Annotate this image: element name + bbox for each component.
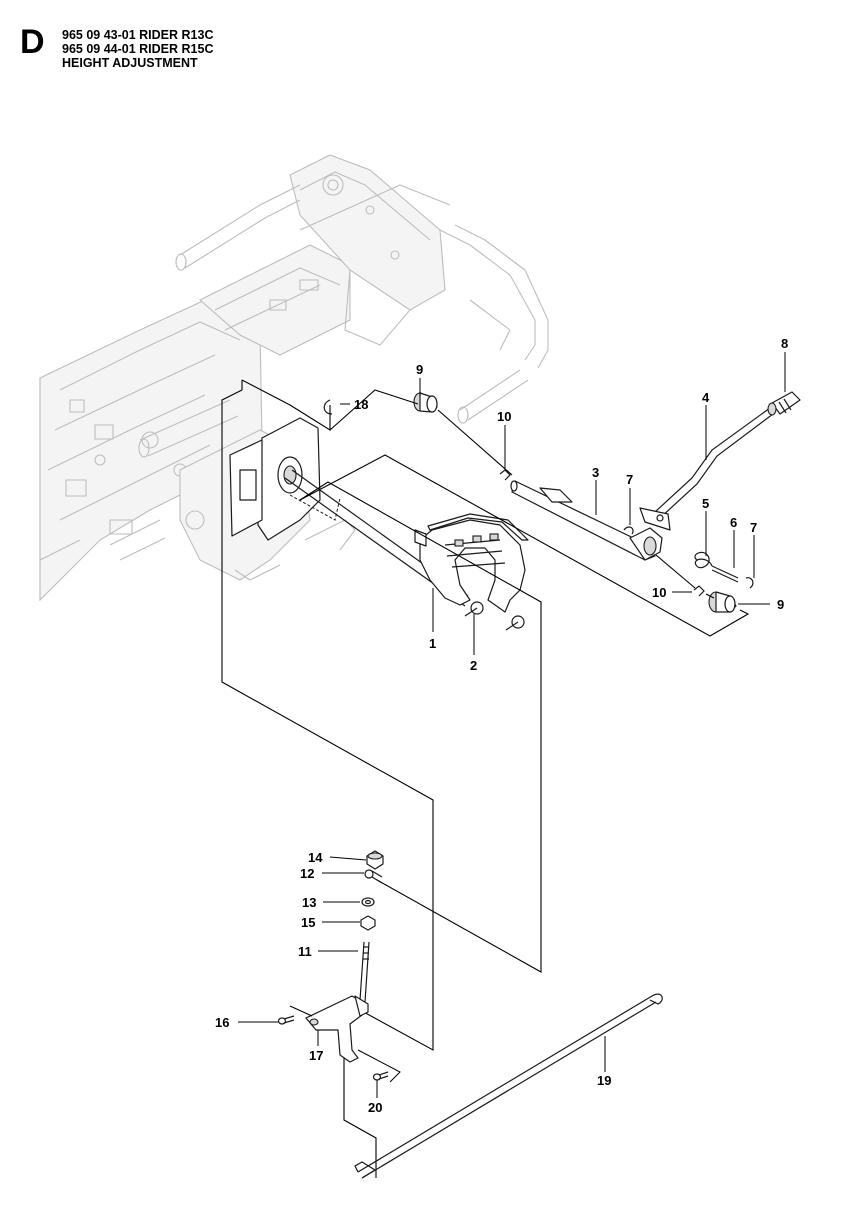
part-17-bell-crank — [305, 995, 369, 1063]
callout-2: 2 — [470, 658, 477, 673]
callout-7-right: 7 — [750, 520, 757, 535]
section-letter: D — [20, 23, 45, 61]
callout-19: 19 — [597, 1073, 611, 1088]
part-14-nut — [366, 850, 384, 870]
part-13-washer — [361, 897, 375, 907]
callout-6: 6 — [730, 515, 737, 530]
part-9-bushing-lower — [708, 591, 737, 613]
callout-labels: 1 2 3 4 5 6 7 7 8 9 9 10 10 11 12 13 14 … — [215, 336, 788, 1115]
part-3-lever-shaft — [510, 480, 663, 561]
callout-3: 3 — [592, 465, 599, 480]
callout-17: 17 — [309, 1048, 323, 1063]
callout-18: 18 — [354, 397, 368, 412]
part-19-link-rod — [354, 993, 663, 1179]
callout-16: 16 — [215, 1015, 229, 1030]
part-7-clip-left — [623, 526, 634, 535]
model-line-r13c: 965 09 43-01 RIDER R13C — [62, 28, 214, 42]
callout-10-lower: 10 — [652, 585, 666, 600]
part-18-clip — [323, 399, 333, 415]
title-block: 965 09 43-01 RIDER R13C 965 09 44-01 RID… — [62, 28, 362, 70]
part-8-grip — [767, 391, 801, 416]
part-7-clip-right — [745, 577, 754, 589]
callout-15: 15 — [301, 915, 315, 930]
chassis-frame-ghost — [39, 154, 549, 602]
part-10-clip-upper — [499, 469, 511, 481]
callout-4: 4 — [702, 390, 710, 405]
section-title: HEIGHT ADJUSTMENT — [62, 56, 198, 70]
callout-7-left: 7 — [626, 472, 633, 487]
part-9-bushing-upper — [413, 392, 438, 413]
explosion-frame-lines — [221, 379, 750, 1178]
callout-9-upper: 9 — [416, 362, 423, 377]
callout-8: 8 — [781, 336, 788, 351]
part-20-screw — [357, 1049, 401, 1083]
part-12-pivot-pin — [364, 869, 383, 884]
part-2-bolts — [464, 601, 525, 631]
callout-13: 13 — [302, 895, 316, 910]
callout-14: 14 — [308, 850, 323, 865]
part-15-nut — [360, 915, 376, 931]
callout-10-upper: 10 — [497, 409, 511, 424]
part-6-pin — [711, 565, 739, 583]
callout-12: 12 — [300, 866, 314, 881]
leader-lines — [238, 352, 786, 1098]
callout-11: 11 — [298, 944, 312, 959]
callout-20: 20 — [368, 1100, 382, 1115]
pivot-bracket — [229, 417, 321, 541]
part-16-screw — [277, 1005, 313, 1025]
part-5-spring — [694, 551, 713, 569]
callout-9-lower: 9 — [777, 597, 784, 612]
part-10-clip-lower — [693, 585, 705, 597]
callout-5: 5 — [702, 496, 709, 511]
part-4-lever-rod — [639, 407, 774, 531]
callout-1: 1 — [429, 636, 436, 651]
model-line-r15c: 965 09 44-01 RIDER R15C — [62, 42, 214, 56]
